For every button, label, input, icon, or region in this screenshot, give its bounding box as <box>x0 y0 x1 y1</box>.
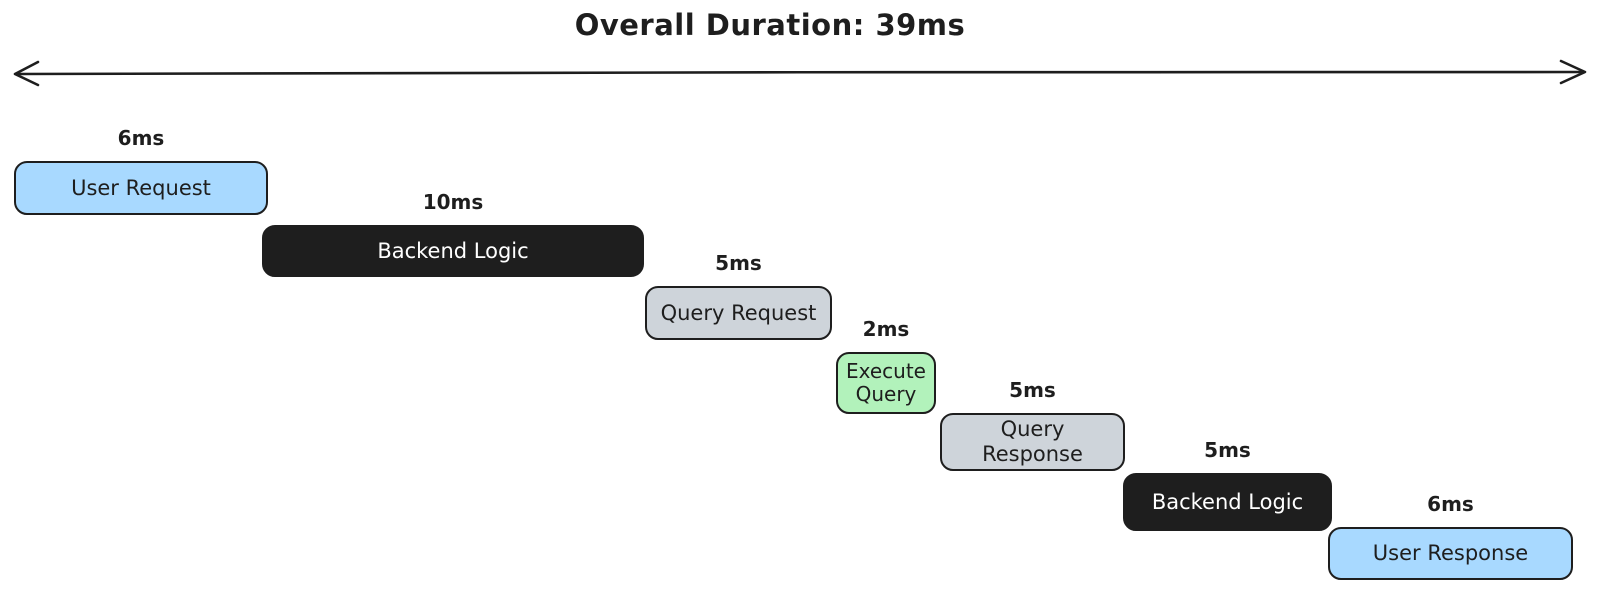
task-box: Execute Query <box>836 352 936 414</box>
task-box: Query Request <box>645 286 832 340</box>
duration-label: 5ms <box>1009 378 1056 402</box>
step-execute-query: 2ms Execute Query <box>836 318 936 414</box>
duration-label: 6ms <box>117 126 165 150</box>
step-query-response: 5ms Query Response <box>940 379 1125 471</box>
overall-duration-arrow-icon <box>13 59 1587 87</box>
duration-label: 5ms <box>715 251 762 275</box>
step-backend-logic-2: 5ms Backend Logic <box>1123 439 1332 531</box>
arrow-left-head-icon <box>13 60 40 87</box>
task-box: User Request <box>14 161 268 215</box>
task-box: User Response <box>1328 527 1573 580</box>
duration-label: 5ms <box>1204 438 1251 462</box>
task-box: Backend Logic <box>262 225 644 277</box>
arrow-line <box>14 70 1586 76</box>
duration-label: 6ms <box>1427 492 1474 516</box>
duration-label: 2ms <box>862 317 910 341</box>
task-box: Backend Logic <box>1123 473 1332 531</box>
step-query-request: 5ms Query Request <box>645 252 832 340</box>
step-backend-logic-1: 10ms Backend Logic <box>262 191 644 277</box>
arrow-right-head-icon <box>1559 59 1587 85</box>
diagram-title: Overall Duration: 39ms <box>574 8 966 42</box>
duration-label: 10ms <box>422 190 484 214</box>
step-user-request: 6ms User Request <box>14 127 268 215</box>
task-box: Query Response <box>940 413 1125 471</box>
step-user-response: 6ms User Response <box>1328 493 1573 580</box>
